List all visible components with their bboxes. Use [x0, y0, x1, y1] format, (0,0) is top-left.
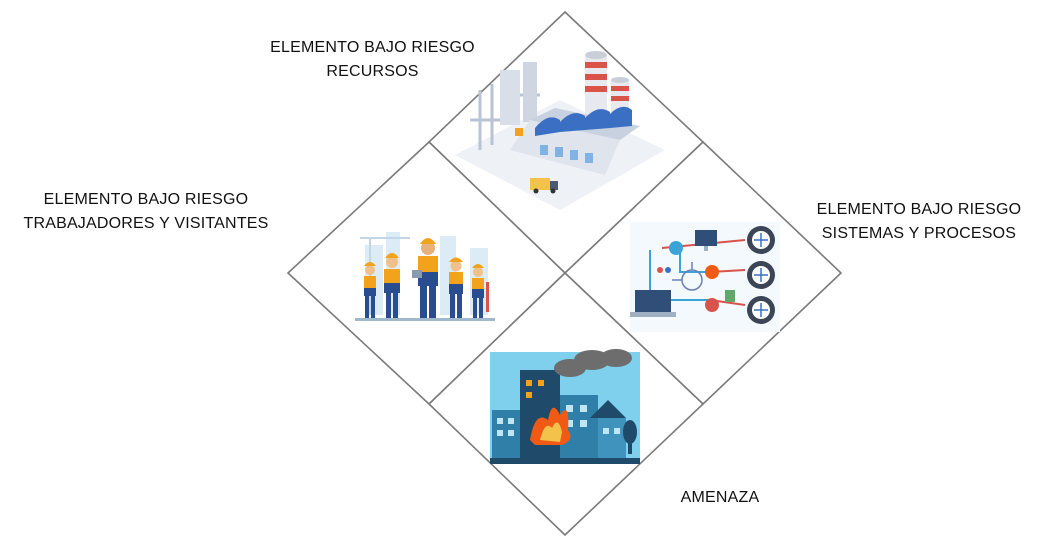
- label-trabajadores-line1: ELEMENTO BAJO RIESGO: [43, 191, 249, 208]
- label-amenaza-line1: AMENAZA: [680, 489, 760, 506]
- fire-hazard-illustration: [490, 349, 640, 464]
- label-sistemas: ELEMENTO BAJO RIESGO SISTEMAS Y PROCESOS: [796, 198, 1042, 246]
- label-trabajadores-line2: TRABAJADORES Y VISITANTES: [23, 215, 269, 232]
- factory-illustration: [455, 51, 665, 210]
- label-amenaza: AMENAZA: [660, 486, 780, 510]
- process-systems-illustration: [630, 222, 780, 332]
- label-sistemas-line1: ELEMENTO BAJO RIESGO: [816, 201, 1022, 218]
- label-recursos-line1: ELEMENTO BAJO RIESGO: [270, 39, 475, 56]
- label-recursos: ELEMENTO BAJO RIESGO RECURSOS: [250, 36, 495, 84]
- label-sistemas-line2: SISTEMAS Y PROCESOS: [821, 225, 1017, 242]
- workers-illustration: [355, 232, 495, 321]
- label-recursos-line2: RECURSOS: [326, 63, 419, 80]
- label-trabajadores: ELEMENTO BAJO RIESGO TRABAJADORES Y VISI…: [6, 188, 286, 236]
